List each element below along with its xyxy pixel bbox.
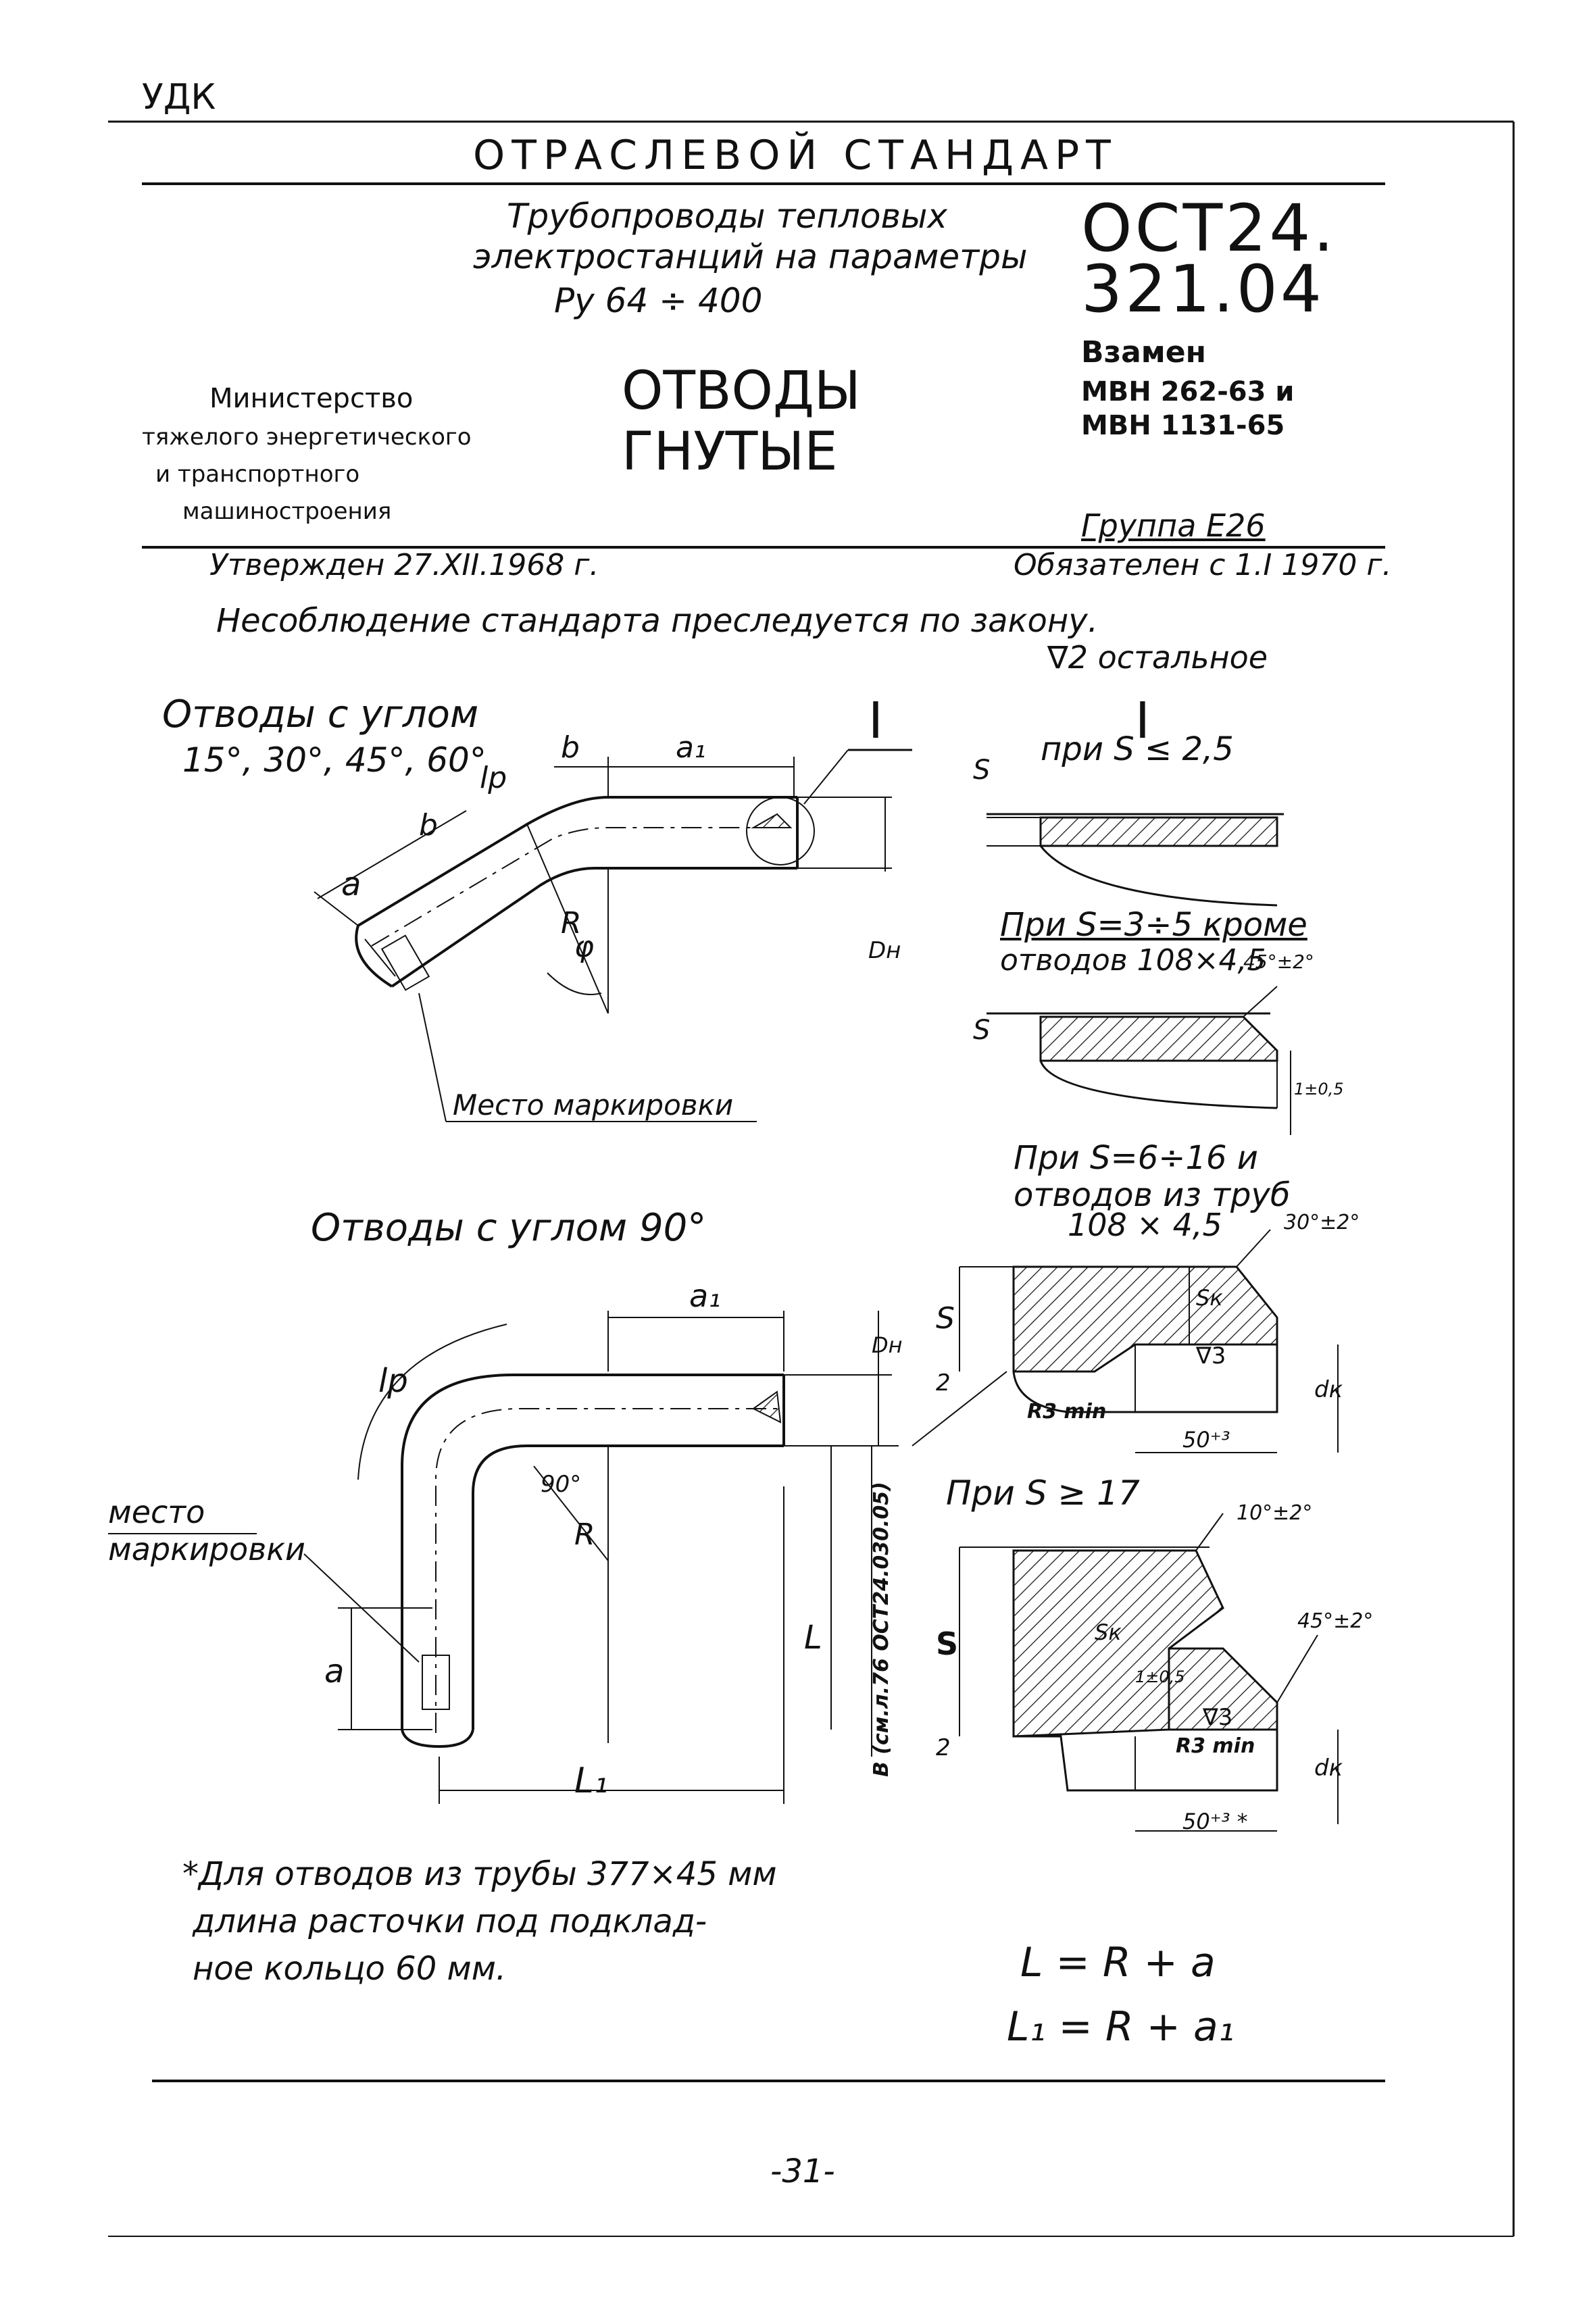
case2-s: S — [973, 1015, 991, 1046]
dim-lp-bottom: lр — [378, 1362, 408, 1400]
case3-surface: ∇3 — [1196, 1342, 1226, 1369]
subject-line1: Трубопроводы тепловых — [507, 197, 947, 236]
case3-sk: Sк — [1196, 1285, 1223, 1311]
case4-length: 50⁺³ * — [1182, 1809, 1248, 1834]
case3-title-line3: 108 × 4,5 — [1068, 1207, 1222, 1243]
mandatory-date: Обязателен с 1.I 1970 г. — [1014, 548, 1392, 582]
dim-lp-top: lр — [480, 761, 507, 795]
replaces-2: МВН 1131-65 — [1081, 410, 1285, 441]
case4-surface: ∇3 — [1203, 1704, 1233, 1731]
case4-s: S — [936, 1626, 959, 1662]
case3-title-line2: отводов из труб — [1014, 1176, 1291, 1214]
bend-15-60-title-line1: Отводы с углом — [162, 693, 479, 736]
dim-angle-90: 90° — [541, 1471, 582, 1498]
bend-15-60-title-line2: 15°, 30°, 45°, 60° — [182, 740, 487, 780]
bend-90-title: Отводы с углом 90° — [311, 1206, 707, 1250]
ministry-line3: и транспортного — [155, 461, 360, 488]
case4-dim: 1±0,5 — [1135, 1667, 1185, 1686]
case4-angle2: 45°±2° — [1297, 1609, 1374, 1633]
case3-radius: R3 min — [1027, 1400, 1107, 1424]
dim-dn-bottom: Dн — [872, 1332, 903, 1358]
case4-angle1: 10°±2° — [1237, 1501, 1313, 1525]
case3-dk: dк — [1314, 1376, 1343, 1403]
ministry-line2: тяжелого энергетического — [142, 424, 472, 451]
dim-L: L — [804, 1619, 822, 1657]
dim-a1-top: a₁ — [676, 730, 706, 765]
case4-radius: R3 min — [1176, 1734, 1255, 1758]
page-number: -31- — [770, 2153, 835, 2190]
standard-type: ОТРАСЛЕВОЙ СТАНДАРТ — [473, 132, 1118, 179]
law-notice: Несоблюдение стандарта преследуется по з… — [216, 602, 1098, 640]
formula-L: L = R + a — [1020, 1939, 1216, 1986]
case1-title: при S ≤ 2,5 — [1041, 730, 1234, 768]
case4-dk: dк — [1314, 1755, 1343, 1782]
dim-a-slanted: a — [341, 865, 361, 903]
approved-date: Утвержден 27.XII.1968 г. — [209, 548, 599, 582]
dim-a-bottom: a — [324, 1653, 345, 1690]
dim-a1-bottom: a₁ — [689, 1278, 721, 1314]
dim-r-top: R — [561, 906, 582, 940]
marking-place-bottom-line1: место — [108, 1494, 205, 1530]
marking-place-top: Место маркировки — [453, 1088, 734, 1122]
footnote-line3: ное кольцо 60 мм. — [193, 1950, 507, 1988]
dim-phi: φ — [574, 930, 595, 964]
surface-finish-rest: ∇2 остальное — [1047, 639, 1268, 676]
replaces-label: Взамен — [1081, 335, 1207, 370]
dim-b-slanted: b — [419, 808, 438, 842]
document-title-line1: ОТВОДЫ — [622, 361, 861, 422]
standard-code-line1: ОСТ24. — [1081, 191, 1337, 266]
dim-r-bottom: R — [574, 1517, 595, 1552]
detail-ref-I: I — [868, 692, 883, 750]
detail-title-I: I — [1135, 692, 1150, 750]
dim-b-ref: B (см.л.76 ОСТ24.030.05) — [870, 1482, 893, 1777]
case3-length: 50⁺³ — [1182, 1427, 1230, 1453]
replaces-1: МВН 262-63 и — [1081, 376, 1295, 407]
dim-L1: L₁ — [574, 1761, 608, 1801]
case4-sk: Sк — [1095, 1619, 1122, 1645]
formula-L1: L₁ = R + a₁ — [1007, 2003, 1235, 2051]
case2-dim: 1±0,5 — [1294, 1080, 1344, 1099]
case3-angle: 30°±2° — [1284, 1211, 1360, 1234]
dim-b-top: b — [561, 730, 580, 765]
subject-line2: электростанций на параметры — [473, 237, 1028, 276]
dim-dn-top: Dн — [868, 937, 901, 964]
case4-two: 2 — [936, 1734, 951, 1761]
subject-line3: Ру 64 ÷ 400 — [554, 281, 763, 320]
case3-title-line1: При S=6÷16 и — [1014, 1139, 1258, 1177]
case4-title: При S ≥ 17 — [946, 1474, 1140, 1513]
case3-s: S — [936, 1301, 955, 1336]
ministry-line1: Министерство — [209, 383, 414, 414]
footnote-line1: *Для отводов из трубы 377×45 мм — [182, 1855, 777, 1893]
case1-s: S — [973, 755, 991, 786]
group-label: Группа Е26 — [1081, 507, 1266, 544]
case2-title-line2: отводов 108×4,5 — [1000, 943, 1266, 978]
ministry-line4: машиностроения — [182, 498, 392, 525]
marking-place-bottom-line2: маркировки — [108, 1531, 305, 1567]
document-title-line2: ГНУТЫЕ — [622, 422, 838, 482]
standard-code-line2: 321.04 — [1081, 251, 1324, 327]
udk-label: УДК — [142, 77, 216, 118]
case3-two: 2 — [936, 1369, 951, 1397]
case2-title-line1: При S=3÷5 кроме — [1000, 906, 1307, 944]
footnote-line2: длина расточки под подклад- — [193, 1903, 707, 1940]
case2-angle: 45°±2° — [1243, 951, 1314, 973]
